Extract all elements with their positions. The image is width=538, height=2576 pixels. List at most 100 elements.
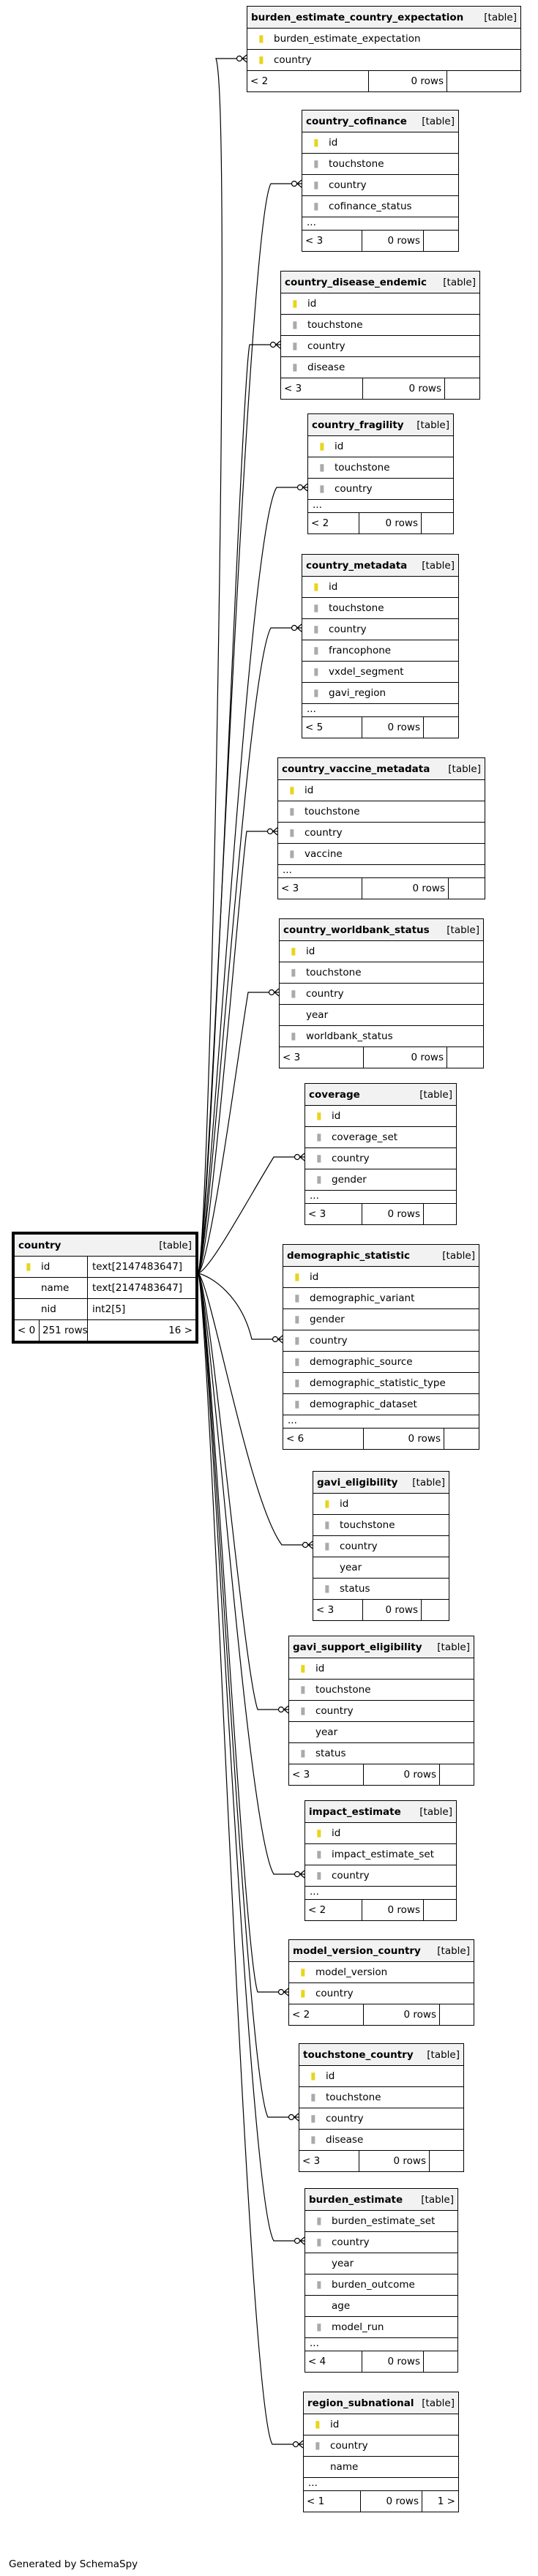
parents-count[interactable]: < 3 (305, 1204, 362, 1224)
table-type: [table] (419, 1088, 452, 1101)
foreign-key-icon: ▮ (289, 827, 295, 839)
table-type: [table] (422, 115, 455, 127)
burden-estimate-country-expectation-table[interactable]: burden_estimate_country_expectation[tabl… (247, 6, 521, 92)
crows-foot-marker (275, 340, 281, 349)
burden-estimate-table[interactable]: burden_estimate[table]▮burden_estimate_s… (305, 2188, 458, 2373)
parents-count[interactable]: < 5 (302, 717, 362, 738)
foreign-key-icon: ▮ (316, 2279, 322, 2291)
coverage-table[interactable]: coverage[table]▮id▮coverage_set▮country▮… (305, 1083, 457, 1225)
column-row: ▮demographic_source (283, 1351, 479, 1372)
table-type: [table] (437, 1944, 470, 1957)
children-count[interactable] (430, 2151, 463, 2171)
column-row: ▮status (313, 1578, 449, 1599)
parents-count[interactable]: < 2 (247, 71, 369, 91)
children-count[interactable] (447, 1047, 483, 1068)
relationship-line (198, 1273, 288, 2118)
column-row: ▮status (289, 1742, 474, 1764)
children-count[interactable] (444, 1429, 479, 1449)
foreign-key-icon: ▮ (294, 1377, 300, 1389)
country-fragility-table[interactable]: country_fragility[table]▮id▮touchstone▮c… (307, 413, 454, 534)
crows-foot-marker (242, 54, 247, 63)
touchstone-country-table[interactable]: touchstone_country[table]▮id▮touchstone▮… (299, 2043, 464, 2172)
children-count[interactable] (422, 513, 453, 533)
demographic-statistic-table[interactable]: demographic_statistic[table]▮id▮demograp… (283, 1244, 479, 1450)
foreign-key-icon: ▮ (300, 1748, 306, 1759)
parents-count[interactable]: < 2 (305, 1900, 362, 1920)
foreign-key-icon: ▮ (289, 848, 295, 860)
parents-count[interactable]: < 3 (278, 878, 362, 899)
column-row: ▮model_run (305, 2316, 457, 2337)
children-count[interactable] (424, 231, 458, 251)
parents-count[interactable]: < 2 (289, 2004, 364, 2025)
gavi-support-eligibility-table[interactable]: gavi_support_eligibility[table]▮id▮touch… (288, 1636, 474, 1786)
parents-count[interactable]: < 3 (289, 1764, 364, 1785)
table-type: [table] (416, 419, 449, 431)
parents-count[interactable]: < 6 (283, 1429, 364, 1449)
children-count[interactable] (447, 71, 520, 91)
parents-count[interactable]: < 4 (305, 2351, 362, 2372)
relationship-line (198, 627, 291, 1274)
children-count[interactable] (424, 1900, 456, 1920)
parents-count[interactable]: < 1 (304, 2491, 361, 2512)
primary-key-icon: ▮ (315, 2419, 321, 2430)
parents-count[interactable]: < 0 (15, 1320, 40, 1341)
parents-count[interactable]: < 2 (308, 513, 359, 533)
table-name: country_fragility (312, 419, 404, 431)
column-name: country (307, 340, 345, 352)
column-name: touchstone (340, 1519, 395, 1531)
column-name: country (340, 1540, 378, 1552)
children-count[interactable] (445, 378, 479, 399)
column-row: ▮burden_estimate_expectation (247, 28, 520, 49)
column-row: nid int2[5] (15, 1298, 195, 1319)
parents-count[interactable]: < 3 (281, 378, 363, 399)
crows-foot-marker (299, 1153, 305, 1161)
zero-cardinality-marker (277, 1706, 285, 1713)
country-metadata-table[interactable]: country_metadata[table]▮id▮touchstone▮co… (302, 554, 459, 738)
country-worldbank-status-table[interactable]: country_worldbank_status[table]▮id▮touch… (279, 918, 484, 1068)
column-row: ▮touchstone (302, 597, 458, 618)
column-row: ▮touchstone (289, 1679, 474, 1700)
children-count[interactable] (422, 1600, 449, 1620)
parents-count[interactable]: < 3 (313, 1600, 363, 1620)
primary-key-icon: ▮ (316, 1827, 322, 1839)
row-count: 0 rows (364, 1429, 444, 1449)
children-count[interactable] (424, 2351, 457, 2372)
impact-estimate-table[interactable]: impact_estimate[table]▮id▮impact_estimat… (305, 1800, 457, 1921)
table-header: country_worldbank_status[table] (280, 919, 483, 940)
children-count[interactable]: 1 > (437, 2496, 455, 2507)
children-count[interactable]: 16 > (168, 1325, 193, 1336)
column-name: touchstone (315, 1684, 371, 1696)
row-count: 0 rows (363, 378, 445, 399)
country-cofinance-table[interactable]: country_cofinance[table]▮id▮touchstone▮c… (302, 110, 459, 252)
crows-foot-marker (283, 1988, 289, 1996)
children-count[interactable] (440, 1764, 474, 1785)
parents-count[interactable]: < 3 (280, 1047, 364, 1068)
children-count[interactable] (424, 717, 458, 738)
children-count[interactable] (449, 878, 485, 899)
row-count: 0 rows (362, 2351, 424, 2372)
table-header: gavi_support_eligibility[table] (289, 1636, 474, 1658)
table-name: country_vaccine_metadata (282, 763, 430, 775)
country-vaccine-metadata-table[interactable]: country_vaccine_metadata[table]▮id▮touch… (277, 757, 485, 899)
table-name: country_worldbank_status (283, 924, 430, 936)
column-row: ▮vxdel_segment (302, 661, 458, 682)
country-disease-endemic-table[interactable]: country_disease_endemic[table]▮id▮touchs… (280, 271, 480, 400)
parents-count[interactable]: < 3 (302, 231, 362, 251)
zero-cardinality-marker (302, 1541, 309, 1549)
column-row: ▮demographic_statistic_type (283, 1372, 479, 1393)
gavi-eligibility-table[interactable]: gavi_eligibility[table]▮id▮touchstone▮co… (313, 1471, 449, 1621)
parents-count[interactable]: < 3 (299, 2151, 359, 2171)
children-count[interactable] (440, 2004, 474, 2025)
table-type: [table] (421, 2193, 454, 2206)
country-table[interactable]: country [table] ▮id text[2147483647] nam… (12, 1232, 198, 1344)
model-version-country-table[interactable]: model_version_country[table]▮model_versi… (288, 1939, 474, 2026)
column-row: ▮country (313, 1535, 449, 1557)
children-count[interactable] (424, 1204, 456, 1224)
column-row: ▮disease (299, 2129, 463, 2150)
